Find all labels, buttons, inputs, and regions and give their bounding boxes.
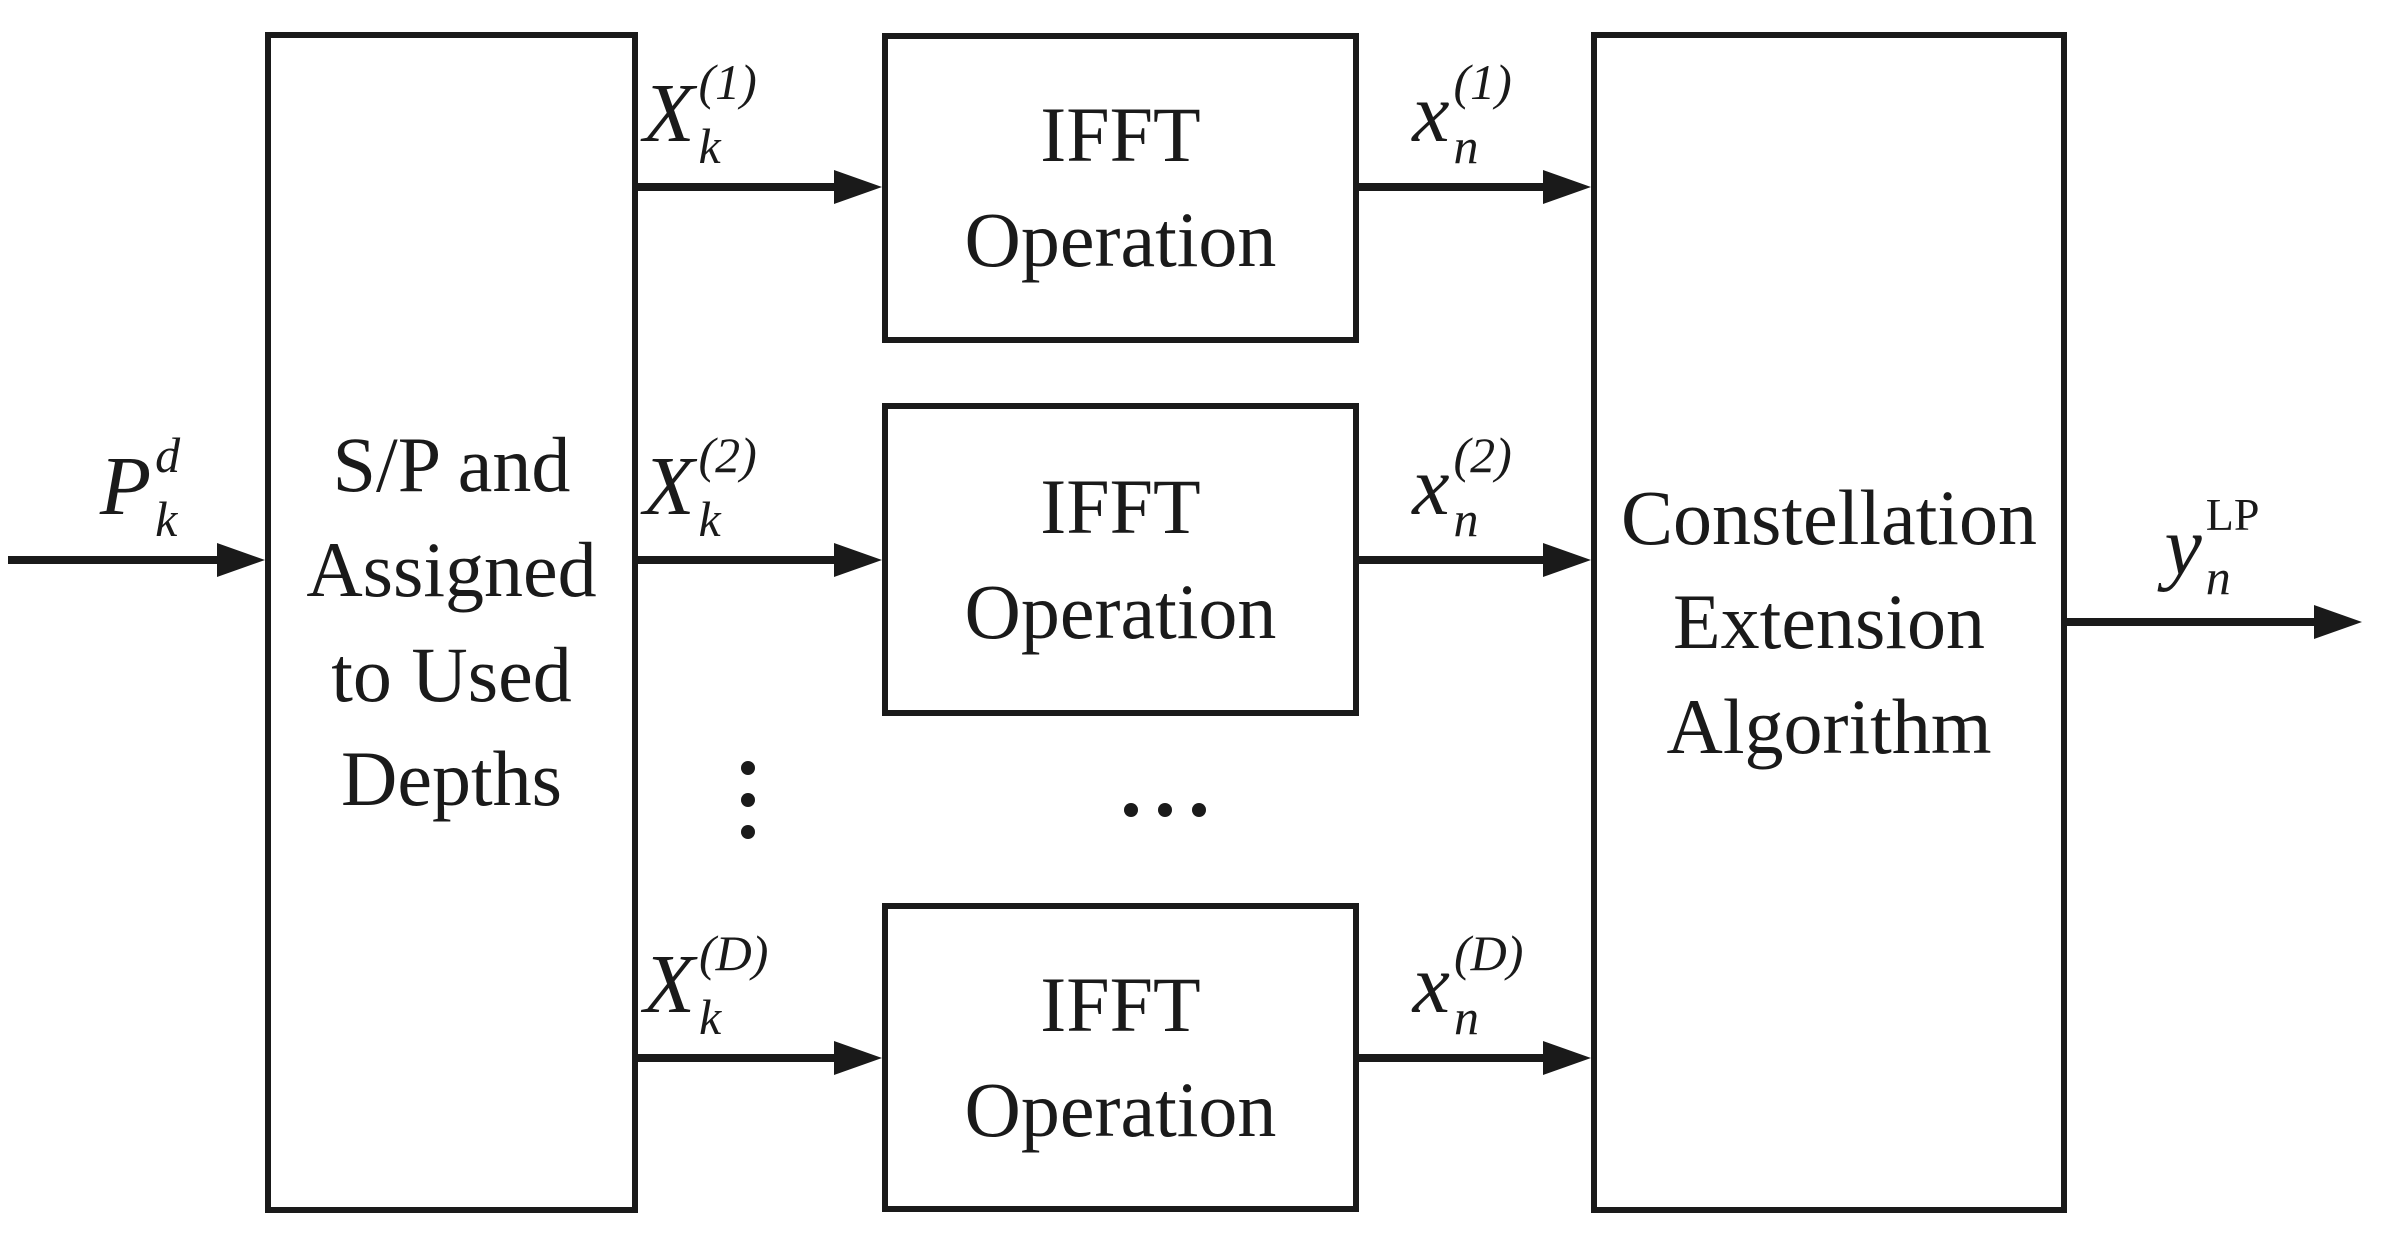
- math-base: X: [643, 67, 695, 160]
- sp-assign-depths-box: S/P and Assigned to Used Depths: [265, 32, 638, 1213]
- math-base: x: [1412, 938, 1450, 1031]
- vertical-ellipsis-icon: [741, 761, 755, 839]
- constellation-extension-box: Constellation Extension Algorithm: [1591, 32, 2067, 1213]
- math-superscript: (D): [698, 925, 769, 981]
- time-signal-1-label: x (1) n: [1412, 57, 1512, 171]
- arrow-shaft: [8, 556, 223, 564]
- ellipsis-dot: [741, 761, 755, 775]
- cea-box-line: Constellation: [1621, 473, 2037, 561]
- math-scripts: (D) k: [699, 928, 768, 1042]
- math-subscript: k: [698, 989, 722, 1045]
- math-scripts: (2) k: [699, 430, 757, 544]
- arrow-shaft: [637, 556, 840, 564]
- ellipsis-dot: [741, 793, 755, 807]
- math-subscript: n: [1453, 118, 1479, 174]
- ifft-operation-box-1: IFFT Operation: [882, 33, 1359, 343]
- sp-to-ifft3-arrow: [637, 1040, 882, 1076]
- sp-box-line: S/P and: [332, 421, 571, 509]
- input-signal-label: P d k: [100, 430, 180, 544]
- math-scripts: (1) n: [1453, 57, 1511, 171]
- arrow-head-icon: [834, 543, 882, 577]
- ifft-box-line: Operation: [964, 1065, 1277, 1153]
- arrow-shaft: [637, 183, 840, 191]
- math-superscript: d: [155, 427, 181, 483]
- arrow-head-icon: [1543, 170, 1591, 204]
- math-subscript: n: [2205, 549, 2231, 605]
- time-signal-2-label: x (2) n: [1412, 430, 1512, 544]
- arrow-head-icon: [834, 1041, 882, 1075]
- ellipsis-dot: [1124, 803, 1138, 817]
- ellipsis-dot: [1192, 803, 1206, 817]
- arrow-head-icon: [217, 543, 265, 577]
- math-superscript: LP: [2205, 489, 2260, 540]
- freq-signal-1-label: X (1) k: [643, 57, 757, 171]
- math-base: X: [643, 440, 695, 533]
- math-scripts: (1) k: [699, 57, 757, 171]
- arrow-shaft: [1359, 1054, 1549, 1062]
- ifft3-to-cea-arrow: [1359, 1040, 1591, 1076]
- math-base: x: [1412, 440, 1450, 533]
- math-subscript: n: [1453, 491, 1479, 547]
- cea-box-line: Algorithm: [1666, 682, 1992, 770]
- ifft-operation-box-3: IFFT Operation: [882, 903, 1359, 1212]
- math-base: P: [99, 440, 152, 533]
- math-superscript: (2): [698, 427, 757, 483]
- sp-to-ifft1-arrow: [637, 169, 882, 205]
- math-scripts: LP n: [2205, 489, 2260, 605]
- horizontal-ellipsis-icon: [1124, 803, 1206, 817]
- time-signal-D-label: x (D) n: [1413, 928, 1524, 1042]
- math-base: X: [643, 938, 695, 1031]
- ifft-box-line: Operation: [964, 196, 1277, 283]
- freq-signal-D-label: X (D) k: [644, 928, 769, 1042]
- arrow-shaft: [1359, 556, 1549, 564]
- ifft1-to-cea-arrow: [1359, 169, 1591, 205]
- arrow-shaft: [2067, 618, 2320, 626]
- output-signal-label: y LP n: [2164, 489, 2260, 605]
- cea-box-line: Extension: [1673, 578, 1985, 666]
- math-subscript: k: [698, 491, 721, 547]
- arrow-head-icon: [1543, 1041, 1591, 1075]
- ellipsis-dot: [1158, 803, 1172, 817]
- math-scripts: (D) n: [1454, 928, 1523, 1042]
- sp-box-line: Assigned: [306, 525, 597, 613]
- math-subscript: n: [1453, 989, 1479, 1045]
- input-arrow: [8, 542, 265, 578]
- arrow-head-icon: [1543, 543, 1591, 577]
- ifft-operation-box-2: IFFT Operation: [882, 403, 1359, 716]
- math-base: y: [2164, 500, 2202, 593]
- math-base: x: [1412, 67, 1450, 160]
- math-subscript: k: [155, 491, 178, 547]
- arrow-shaft: [637, 1054, 840, 1062]
- ellipsis-dot: [741, 825, 755, 839]
- ifft-box-line: IFFT: [1040, 960, 1201, 1048]
- math-superscript: (2): [1453, 427, 1512, 483]
- ifft-box-line: IFFT: [1040, 462, 1201, 550]
- math-subscript: k: [698, 118, 721, 174]
- math-scripts: (2) n: [1453, 430, 1511, 544]
- sp-box-line: Depths: [341, 735, 562, 823]
- ifft-box-line: Operation: [964, 567, 1277, 655]
- sp-box-line: to Used: [331, 630, 572, 718]
- sp-to-ifft2-arrow: [637, 542, 882, 578]
- math-scripts: d k: [155, 430, 180, 544]
- arrow-shaft: [1359, 183, 1549, 191]
- math-superscript: (1): [698, 54, 757, 110]
- output-arrow: [2067, 604, 2362, 640]
- ifft2-to-cea-arrow: [1359, 542, 1591, 578]
- math-superscript: (D): [1453, 925, 1524, 981]
- ifft-box-line: IFFT: [1040, 91, 1201, 179]
- arrow-head-icon: [2314, 605, 2362, 639]
- arrow-head-icon: [834, 170, 882, 204]
- math-superscript: (1): [1453, 54, 1512, 110]
- freq-signal-2-label: X (2) k: [643, 430, 757, 544]
